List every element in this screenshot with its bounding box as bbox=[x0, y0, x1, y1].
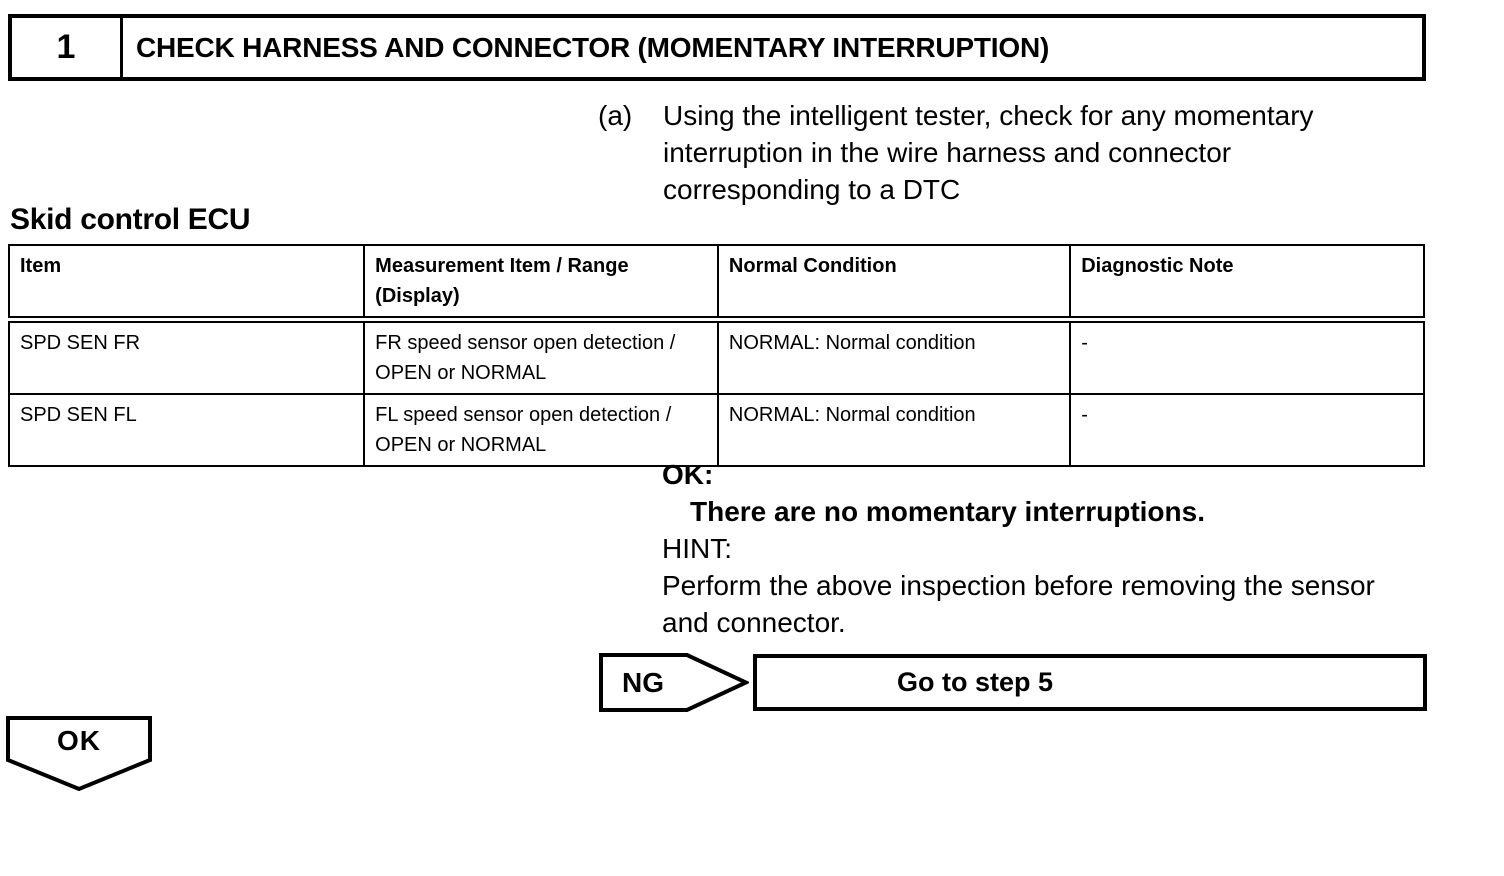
ok-arrow-icon: OK bbox=[6, 716, 152, 792]
cell-diagnostic-note: - bbox=[1069, 393, 1425, 467]
measurement-table: Item Measurement Item / Range (Display) … bbox=[7, 244, 1425, 467]
column-header-measurement: Measurement Item / Range (Display) bbox=[363, 244, 719, 323]
result-block: OK: There are no momentary interruptions… bbox=[662, 456, 1402, 641]
column-header-item: Item bbox=[7, 244, 366, 323]
instruction-text: Using the intelligent tester, check for … bbox=[663, 100, 1314, 205]
cell-normal-condition: NORMAL: Normal condition bbox=[716, 318, 1072, 395]
step-number: 1 bbox=[12, 18, 123, 77]
table-row: SPD SEN FL FL speed sensor open detectio… bbox=[7, 393, 1425, 467]
step-header: 1 CHECK HARNESS AND CONNECTOR (MOMENTARY… bbox=[8, 14, 1426, 81]
ok-condition-label: OK: bbox=[662, 459, 714, 490]
column-header-normal-condition: Normal Condition bbox=[716, 244, 1072, 323]
ok-branch-label: OK bbox=[57, 725, 101, 756]
hint-label: HINT: bbox=[662, 533, 732, 564]
table-header-row: Item Measurement Item / Range (Display) … bbox=[7, 244, 1425, 323]
cell-measurement: FL speed sensor open detection / OPEN or… bbox=[363, 393, 719, 467]
ng-label: NG bbox=[622, 666, 664, 698]
table-caption: Skid control ECU bbox=[10, 203, 251, 236]
ng-arrow-icon: NG bbox=[599, 653, 749, 712]
cell-item: SPD SEN FR bbox=[7, 318, 366, 395]
instruction-item-label: (a) bbox=[598, 100, 633, 131]
goto-step-label: Go to step 5 bbox=[897, 667, 1054, 697]
step-title: CHECK HARNESS AND CONNECTOR (MOMENTARY I… bbox=[136, 31, 1050, 63]
goto-step-box: Go to step 5 bbox=[753, 654, 1427, 711]
cell-diagnostic-note: - bbox=[1069, 318, 1425, 395]
cell-item: SPD SEN FL bbox=[7, 393, 366, 467]
hint-text: Perform the above inspection before remo… bbox=[662, 570, 1375, 638]
cell-measurement: FR speed sensor open detection / OPEN or… bbox=[363, 318, 719, 395]
cell-normal-condition: NORMAL: Normal condition bbox=[716, 393, 1072, 467]
ok-condition-text: There are no momentary interruptions. bbox=[690, 496, 1205, 527]
column-header-diagnostic-note: Diagnostic Note bbox=[1069, 244, 1425, 323]
instruction-paragraph: (a) Using the intelligent tester, check … bbox=[598, 97, 1413, 208]
table-row: SPD SEN FR FR speed sensor open detectio… bbox=[7, 318, 1425, 395]
